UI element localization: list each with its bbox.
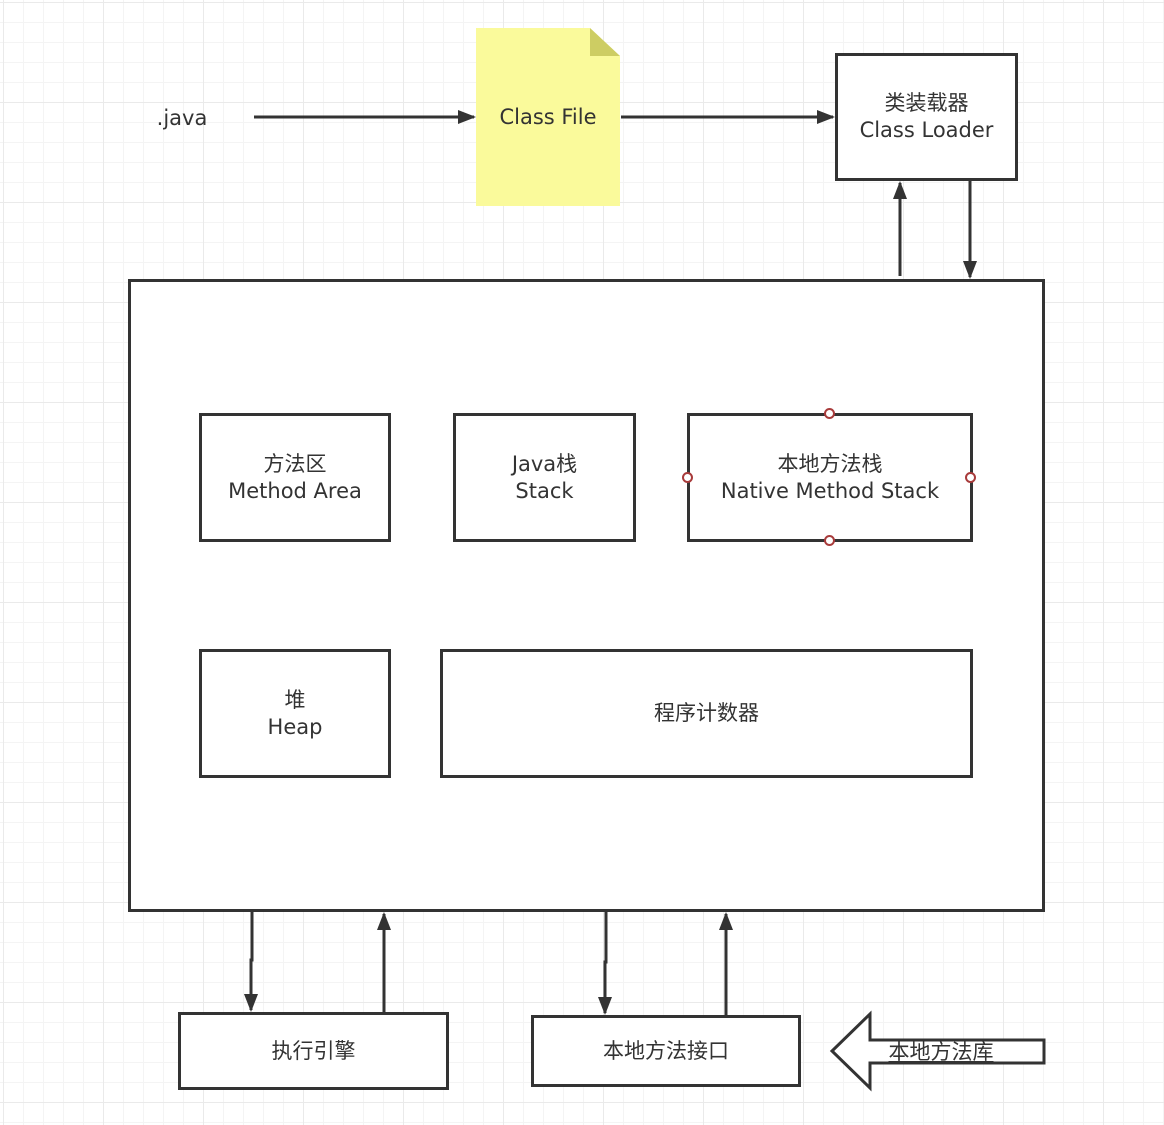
connection-handle-left[interactable] bbox=[682, 472, 693, 483]
native-interface-label: 本地方法接口 bbox=[603, 1038, 729, 1063]
program-counter-label: 程序计数器 bbox=[654, 701, 759, 725]
java-source-text: .java bbox=[156, 105, 208, 130]
java-source-label: .java bbox=[140, 100, 224, 136]
execution-engine-label: 执行引擎 bbox=[271, 1038, 356, 1063]
native-library-label: 本地方法库 bbox=[888, 1039, 994, 1064]
method-area-box[interactable]: 方法区 Method Area bbox=[199, 413, 391, 542]
heap-box[interactable]: 堆 Heap bbox=[199, 649, 391, 778]
class-file-label: Class File bbox=[499, 104, 597, 129]
native-library-node[interactable]: 本地方法库 bbox=[876, 1034, 1006, 1070]
java-stack-zh: Java栈 bbox=[511, 451, 578, 476]
connection-handle-top[interactable] bbox=[824, 408, 835, 419]
class-loader-en: Class Loader bbox=[859, 118, 994, 142]
native-method-stack-zh: 本地方法栈 bbox=[777, 451, 883, 476]
java-stack-box[interactable]: Java栈 Stack bbox=[453, 413, 636, 542]
native-method-stack-en: Native Method Stack bbox=[720, 478, 940, 503]
heap-en: Heap bbox=[267, 714, 323, 739]
method-area-zh: 方法区 bbox=[263, 451, 327, 476]
execution-engine-box[interactable]: 执行引擎 bbox=[178, 1012, 449, 1090]
connection-handle-bottom[interactable] bbox=[824, 535, 835, 546]
heap-zh: 堆 bbox=[284, 687, 306, 712]
arrow-runtime-to-engine bbox=[244, 912, 258, 1012]
connection-handle-right[interactable] bbox=[965, 472, 976, 483]
class-file-note[interactable]: Class File bbox=[476, 28, 620, 206]
runtime-data-area[interactable] bbox=[128, 279, 1045, 912]
class-loader-box[interactable]: 类装载器 Class Loader bbox=[835, 53, 1018, 181]
class-loader-zh: 类装载器 bbox=[884, 91, 969, 115]
arrow-runtime-to-interface bbox=[598, 912, 612, 1015]
native-method-stack-box[interactable]: 本地方法栈 Native Method Stack bbox=[687, 413, 973, 542]
method-area-en: Method Area bbox=[228, 478, 362, 503]
java-stack-en: Stack bbox=[515, 478, 574, 503]
program-counter-box[interactable]: 程序计数器 bbox=[440, 649, 973, 778]
native-interface-box[interactable]: 本地方法接口 bbox=[531, 1015, 801, 1087]
